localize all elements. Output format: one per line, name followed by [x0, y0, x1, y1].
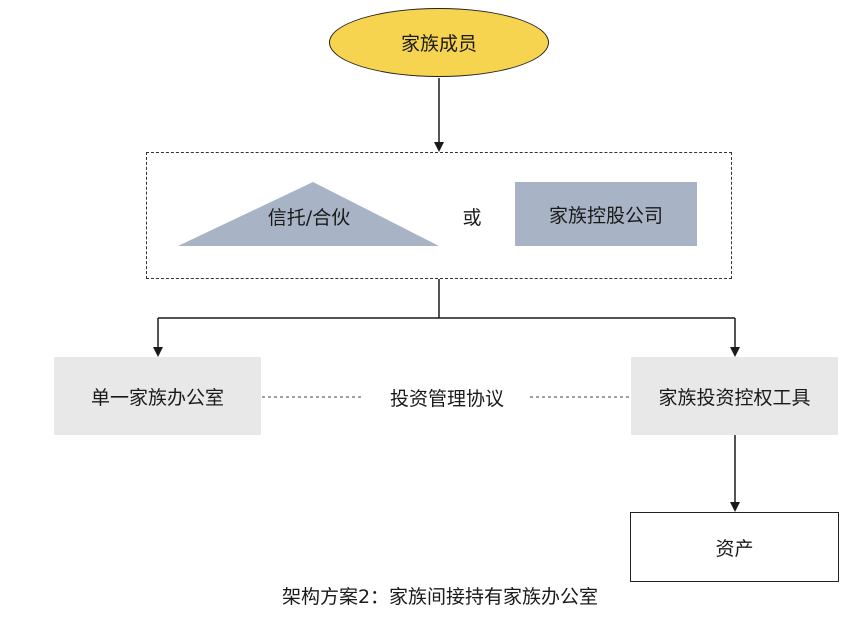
diagram-caption: 架构方案2：家族间接持有家族办公室: [281, 586, 599, 608]
single-family-office-node: 单一家族办公室: [54, 357, 261, 435]
investment-management-agreement-label: 投资管理协议: [366, 382, 528, 412]
single-family-office-label: 单一家族办公室: [90, 386, 224, 409]
family-members-node: 家族成员: [329, 8, 549, 77]
holding-structure-group: [146, 152, 732, 279]
or-label: 或: [462, 206, 482, 229]
trust-partnership-label: 信托/合伙: [267, 206, 351, 229]
assets-label: 资产: [715, 537, 754, 560]
trust-partnership-triangle: [178, 182, 439, 246]
family-investment-holding-vehicle-node: 家族投资控权工具: [631, 357, 838, 435]
family-investment-holding-vehicle-label: 家族投资控权工具: [658, 386, 811, 409]
family-members-label: 家族成员: [400, 33, 477, 55]
family-holding-company-label: 家族控股公司: [548, 204, 663, 227]
assets-node: 资产: [630, 512, 839, 582]
family-holding-company-node: 家族控股公司: [515, 182, 697, 246]
